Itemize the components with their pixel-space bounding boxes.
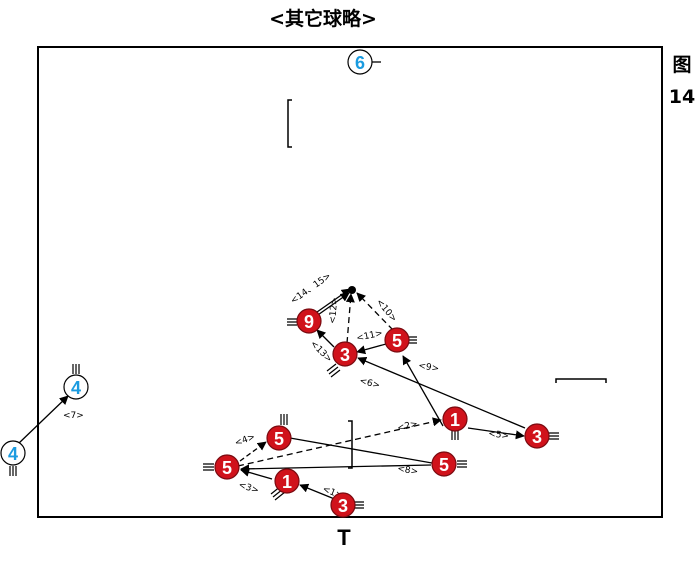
svg-text:5: 5: [274, 429, 284, 449]
svg-text:1: 1: [450, 410, 460, 430]
svg-text:6: 6: [355, 53, 365, 73]
pass-line-2: [237, 417, 442, 467]
svg-text:5: 5: [392, 331, 402, 351]
pass-line-12: [345, 293, 355, 344]
blue-player-4a: 4: [63, 374, 89, 400]
move-line-1: [299, 483, 338, 501]
move-line-3: [240, 467, 273, 480]
screen-bracket-right: [555, 378, 607, 383]
red-player-3b: 3: [524, 423, 550, 449]
play-lines: [17, 61, 526, 501]
red-player-5a: 5: [384, 327, 410, 353]
red-players: 9 3 5 1 3 5 5 5 1 3: [214, 308, 550, 518]
label-12: <12>: [328, 297, 340, 324]
svg-text:1: 1: [282, 472, 292, 492]
move-line-11: [356, 343, 387, 355]
screen-bracket-mid: [348, 420, 353, 469]
move-line-13: [316, 329, 335, 348]
blue-player-4b: 4: [0, 440, 26, 466]
move-line-4: [239, 441, 267, 462]
red-player-5d: 5: [431, 451, 457, 477]
red-player-3a: 3: [332, 341, 358, 367]
svg-text:3: 3: [532, 427, 542, 447]
move-line-5: [467, 427, 525, 440]
pass-line-10: [356, 292, 394, 331]
move-line-6: [357, 356, 526, 429]
svg-text:3: 3: [338, 496, 348, 516]
figure-label-char: 图: [672, 54, 691, 76]
svg-text:5: 5: [222, 458, 232, 478]
label-4: <4>: [234, 432, 257, 449]
label-2: <2>: [396, 419, 419, 434]
svg-text:9: 9: [304, 312, 314, 332]
blue-players: 6 4 4: [0, 49, 373, 466]
red-player-9: 9: [296, 308, 322, 334]
svg-text:3: 3: [340, 345, 350, 365]
red-player-1a: 1: [442, 406, 468, 432]
diagram-title: <其它球略>: [269, 7, 377, 30]
red-player-5b: 5: [266, 425, 292, 451]
red-player-5c: 5: [214, 454, 240, 480]
blue-player-6: 6: [347, 49, 373, 75]
pass-line-8b: [240, 464, 432, 474]
label-8: <8>: [396, 464, 418, 477]
label-7: <7>: [63, 411, 84, 421]
move-line-8: [289, 437, 433, 464]
screen-bracket-top: [287, 99, 292, 148]
move-line-7: [17, 395, 69, 445]
label-6: <6>: [358, 376, 381, 391]
red-player-1b: 1: [274, 468, 300, 494]
svg-text:4: 4: [71, 378, 81, 398]
figure-label-number: 14: [669, 86, 695, 108]
label-5: <5>: [488, 429, 510, 442]
shot-line-15: [314, 292, 350, 318]
label-14-15: <14、15>: [289, 271, 333, 306]
ball-dot: [348, 286, 356, 294]
svg-text:4: 4: [8, 444, 18, 464]
red-player-3c: 3: [330, 492, 356, 518]
bottom-marker: T: [337, 525, 351, 550]
move-line-9: [402, 355, 444, 427]
svg-text:5: 5: [439, 455, 449, 475]
court-boundary: [37, 46, 663, 518]
label-3: <3>: [237, 480, 260, 496]
label-9: <9>: [417, 361, 439, 374]
label-11: <11>: [356, 329, 384, 344]
label-10: <10>: [374, 298, 399, 325]
